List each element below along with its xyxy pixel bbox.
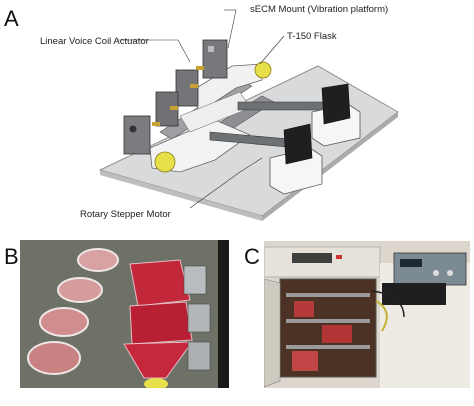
function-generator (393, 252, 467, 286)
callout-stepper-motor: Rotary Stepper Motor (80, 209, 171, 220)
petri-dish (57, 277, 103, 303)
callout-linear-actuator: Linear Voice Coil Actuator (40, 36, 149, 47)
amplifier-box (382, 283, 446, 305)
petri-dish (77, 248, 119, 272)
petri-dish (39, 307, 89, 337)
incubator-photo (264, 241, 470, 388)
flask-photo (20, 240, 229, 388)
callout-secm-mount: sECM Mount (Vibration platform) (250, 4, 389, 15)
cad-illustration (98, 9, 399, 221)
petri-dish (27, 341, 81, 375)
panel-c-photo-incubator (264, 241, 470, 388)
callout-flask: T-150 Flask (287, 31, 337, 42)
stepper-motor (154, 151, 176, 173)
photo-stepper-motor (144, 378, 168, 388)
panel-b-letter: B (4, 244, 19, 269)
red-flask (129, 301, 193, 345)
panel-a-cad-rendering: A (4, 4, 399, 221)
panel-b-photo-flasks (20, 240, 229, 388)
incubator-door (264, 278, 281, 388)
voice-coil-actuator (202, 39, 228, 79)
panel-a-letter: A (4, 6, 19, 31)
red-flask (129, 259, 191, 307)
panel-c-letter: C (244, 244, 260, 269)
drive-arm (237, 101, 331, 111)
stepper-motor (254, 61, 272, 79)
voice-coil-actuator (123, 115, 151, 155)
red-flask (123, 341, 193, 379)
